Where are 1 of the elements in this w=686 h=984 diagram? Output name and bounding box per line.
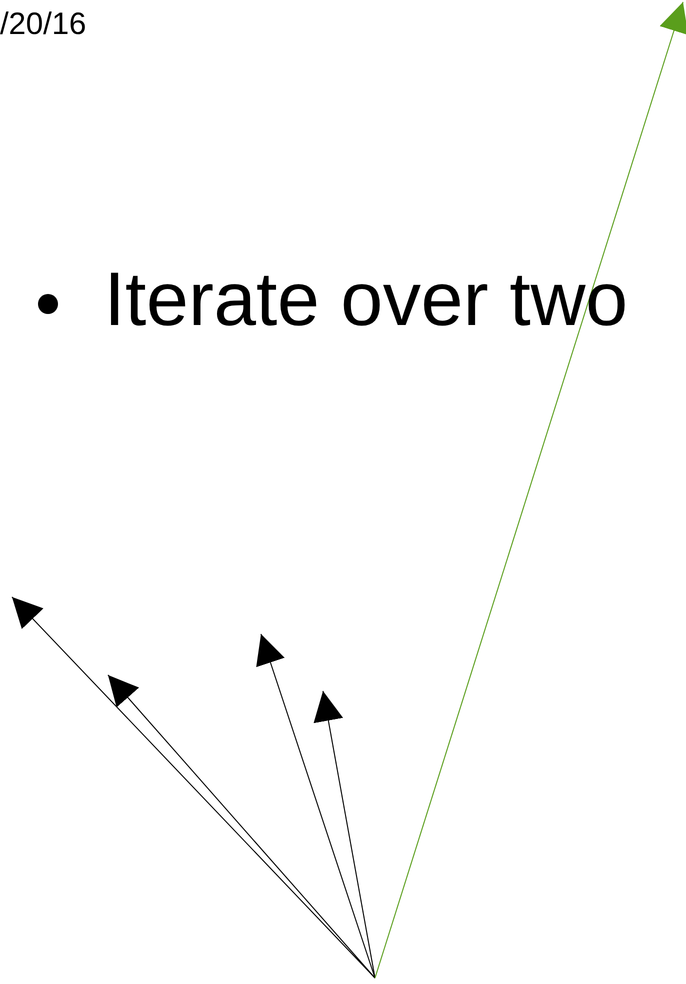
date-text: /20/16 [0, 8, 86, 39]
